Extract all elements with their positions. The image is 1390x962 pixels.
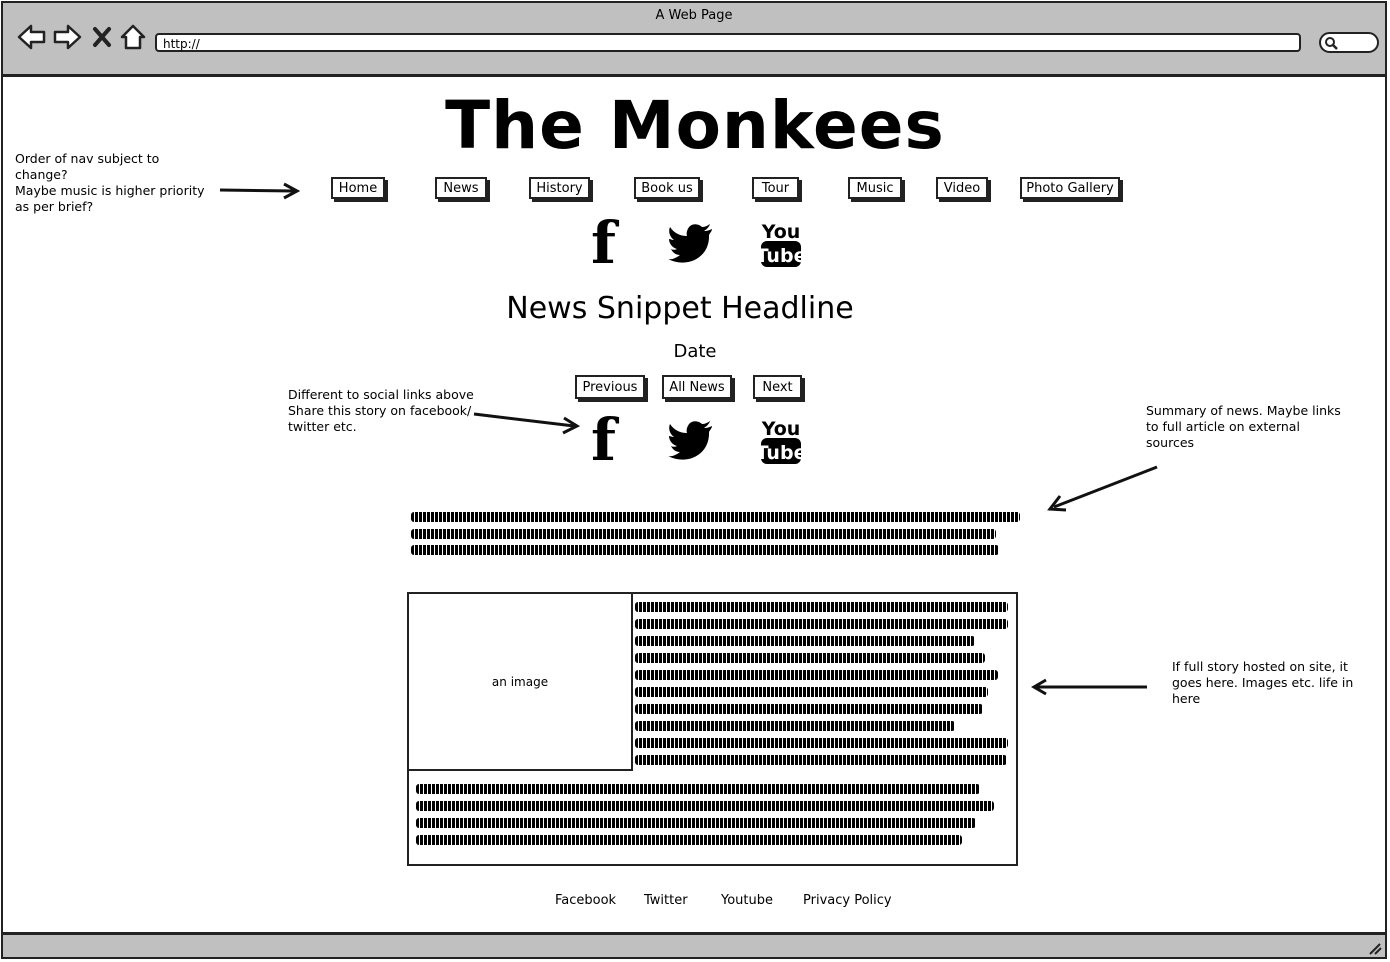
stop-icon[interactable] — [92, 26, 112, 48]
share-facebook-icon[interactable]: f — [591, 406, 616, 474]
nav-history-button[interactable]: History — [529, 177, 590, 199]
scribble-line — [635, 619, 1008, 629]
footer-privacy-policy-link[interactable]: Privacy Policy — [803, 893, 892, 908]
back-icon[interactable] — [17, 23, 47, 51]
status-bar — [3, 932, 1385, 957]
nav-photo-gallery-button[interactable]: Photo Gallery — [1020, 177, 1120, 199]
share-twitter-icon[interactable] — [668, 420, 714, 460]
youtube-icon[interactable]: You Tube — [760, 220, 802, 268]
svg-text:Tube: Tube — [760, 442, 802, 464]
nav-tour-button[interactable]: Tour — [752, 177, 799, 199]
scribble-line — [635, 653, 985, 663]
browser-search-field[interactable] — [1319, 32, 1379, 53]
forward-icon[interactable] — [52, 23, 82, 51]
home-icon[interactable] — [119, 23, 147, 51]
facebook-icon[interactable]: f — [591, 209, 616, 277]
browser-chrome: A Web Page http:// — [3, 3, 1385, 77]
annotation-nav-order: Order of nav subject to change? Maybe mu… — [15, 151, 205, 214]
footer-facebook-link[interactable]: Facebook — [555, 893, 617, 908]
nav-news-button[interactable]: News — [435, 177, 487, 199]
footer-twitter-link[interactable]: Twitter — [644, 893, 688, 908]
nav-music-button[interactable]: Music — [848, 177, 902, 199]
scribble-line — [635, 704, 983, 714]
annotation-full-story: If full story hosted on site, it goes he… — [1172, 659, 1354, 706]
share-youtube-icon[interactable]: You Tube — [760, 417, 802, 465]
scribble-line — [411, 545, 999, 555]
site-title: The Monkees — [445, 87, 945, 164]
search-icon — [1325, 37, 1338, 50]
scribble-line — [635, 755, 1007, 765]
news-headline: News Snippet Headline — [506, 291, 854, 326]
scribble-line — [635, 636, 975, 646]
scribble-line — [635, 602, 1008, 612]
story-image: an image — [407, 592, 633, 771]
scribble-line — [416, 835, 962, 845]
scribble-line — [635, 687, 988, 697]
nav-video-button[interactable]: Video — [936, 177, 988, 199]
nav-book-us-button[interactable]: Book us — [634, 177, 700, 199]
scribble-line — [635, 738, 1008, 748]
scribble-line — [411, 512, 1020, 522]
next-button[interactable]: Next — [753, 375, 802, 399]
arrow-icon — [473, 412, 581, 435]
scribble-line — [411, 529, 996, 539]
scribble-line — [635, 721, 955, 731]
scribble-line — [416, 801, 994, 811]
scribble-line — [635, 670, 998, 680]
arrow-icon — [219, 182, 300, 200]
address-bar[interactable]: http:// — [155, 33, 1301, 52]
twitter-icon[interactable] — [668, 223, 714, 263]
annotation-share: Different to social links above Share th… — [288, 387, 474, 434]
svg-text:You: You — [761, 221, 801, 243]
window-title: A Web Page — [655, 8, 733, 23]
footer-youtube-link[interactable]: Youtube — [721, 893, 773, 908]
resize-grip-icon[interactable] — [1366, 941, 1382, 955]
arrow-icon — [1031, 678, 1147, 696]
previous-button[interactable]: Previous — [575, 375, 645, 399]
scribble-line — [416, 784, 980, 794]
scribble-line — [416, 818, 976, 828]
all-news-button[interactable]: All News — [662, 375, 732, 399]
nav-home-button[interactable]: Home — [331, 177, 385, 199]
annotation-summary: Summary of news. Maybe links to full art… — [1146, 403, 1341, 450]
svg-text:You: You — [761, 418, 801, 440]
svg-text:Tube: Tube — [760, 245, 802, 267]
news-date: Date — [673, 341, 717, 362]
arrow-icon — [1047, 465, 1158, 512]
